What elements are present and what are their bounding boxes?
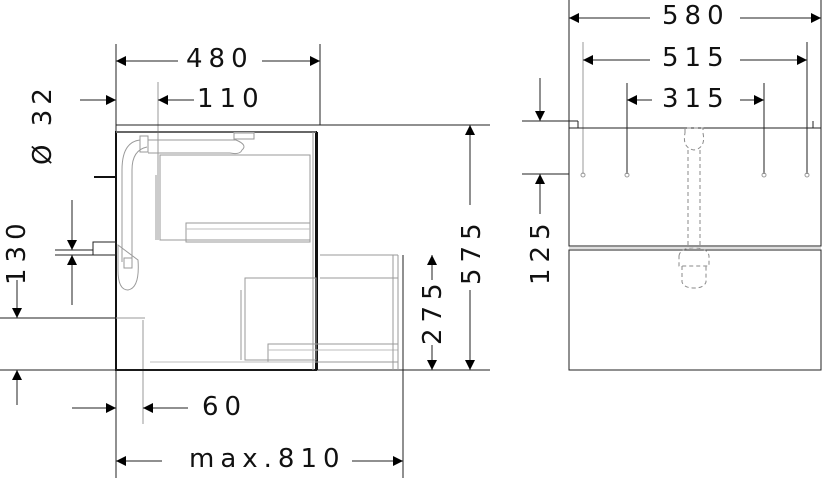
- dim-130: 130: [2, 217, 32, 285]
- dim-max-810: max.810: [189, 444, 346, 474]
- side-view: [0, 44, 490, 478]
- dim-515: 515: [662, 43, 730, 73]
- dim-580: 580: [662, 1, 730, 31]
- dim-275: 275: [418, 277, 448, 345]
- front-view: [522, 0, 822, 371]
- dim-575: 575: [457, 217, 487, 285]
- dim-110: 110: [197, 84, 265, 114]
- dim-60: 60: [202, 392, 248, 422]
- dim-480: 480: [186, 44, 254, 74]
- dim-pipe-diameter: Ø 32: [28, 83, 58, 165]
- dim-125: 125: [526, 217, 556, 285]
- dim-315: 315: [662, 84, 730, 114]
